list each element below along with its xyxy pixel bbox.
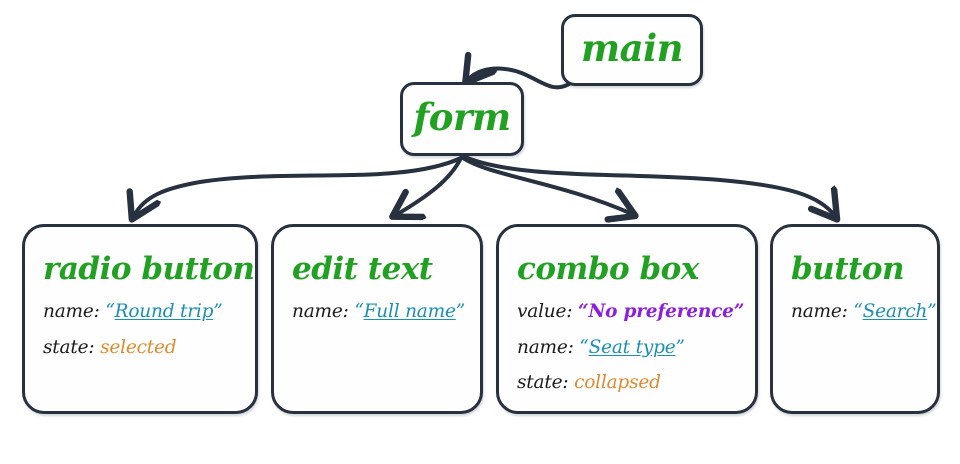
property-value-text: No preference: [588, 301, 734, 322]
property-state: state: selected: [43, 336, 245, 358]
property-name-value: “Seat type”: [579, 336, 685, 358]
quote-close: ”: [675, 336, 685, 358]
node-radio-button[interactable]: radio button name: “Round trip” state: s…: [22, 224, 258, 414]
edge-form-to-combo-box: [461, 156, 632, 214]
node-combo-box-properties: value: “No preference” name: “Seat type”…: [517, 301, 745, 410]
edge-form-to-edit-text: [396, 156, 463, 215]
property-name-value: “Full name”: [354, 301, 465, 322]
node-radio-button-properties: name: “Round trip” state: selected: [43, 301, 245, 374]
node-edit-text-title: edit text: [292, 251, 433, 287]
quote-open: “: [105, 301, 115, 322]
property-value-value: “No preference”: [578, 301, 744, 322]
property-name-key: name:: [517, 336, 574, 358]
property-state-key: state:: [43, 336, 95, 358]
property-state: state: collapsed: [517, 372, 745, 393]
property-state-value: selected: [100, 336, 177, 358]
property-name-key: name:: [791, 301, 848, 322]
quote-close: ”: [733, 301, 745, 322]
quote-close: ”: [213, 301, 223, 322]
property-name-text: Search: [862, 301, 928, 322]
node-button[interactable]: button name: “Search”: [770, 224, 940, 414]
property-name-value: “Search”: [853, 301, 936, 322]
node-radio-button-title: radio button: [43, 251, 255, 287]
property-name: name: “Seat type”: [517, 336, 745, 358]
node-form[interactable]: form: [400, 82, 524, 156]
property-name-text: Seat type: [588, 336, 676, 358]
quote-open: “: [853, 301, 863, 322]
node-button-properties: name: “Search”: [791, 301, 937, 339]
edge-form-to-button: [463, 155, 835, 216]
property-name: name: “Round trip”: [43, 301, 245, 322]
property-state-key: state:: [517, 372, 569, 393]
property-name-key: name:: [292, 301, 349, 322]
property-name-text: Round trip: [114, 301, 214, 322]
quote-close: ”: [455, 301, 465, 322]
node-edit-text[interactable]: edit text name: “Full name”: [271, 224, 483, 414]
quote-open: “: [577, 301, 589, 322]
property-state-value: collapsed: [574, 372, 661, 393]
quote-open: “: [354, 301, 364, 322]
property-name: name: “Full name”: [292, 301, 470, 322]
node-main[interactable]: main: [561, 14, 703, 86]
edge-form-to-radio-button: [134, 156, 463, 216]
node-form-title: form: [413, 95, 511, 139]
quote-open: “: [579, 336, 589, 358]
property-name: name: “Search”: [791, 301, 937, 322]
node-combo-box[interactable]: combo box value: “No preference” name: “…: [496, 224, 758, 414]
property-name-key: name:: [43, 301, 100, 322]
node-edit-text-properties: name: “Full name”: [292, 301, 470, 339]
node-button-title: button: [791, 251, 905, 287]
property-name-value: “Round trip”: [105, 301, 222, 322]
property-name-text: Full name: [363, 301, 456, 322]
property-value-key: value:: [517, 301, 573, 322]
node-main-title: main: [580, 26, 684, 70]
quote-close: ”: [927, 301, 937, 322]
node-combo-box-title: combo box: [517, 251, 699, 287]
property-value: value: “No preference”: [517, 301, 745, 322]
